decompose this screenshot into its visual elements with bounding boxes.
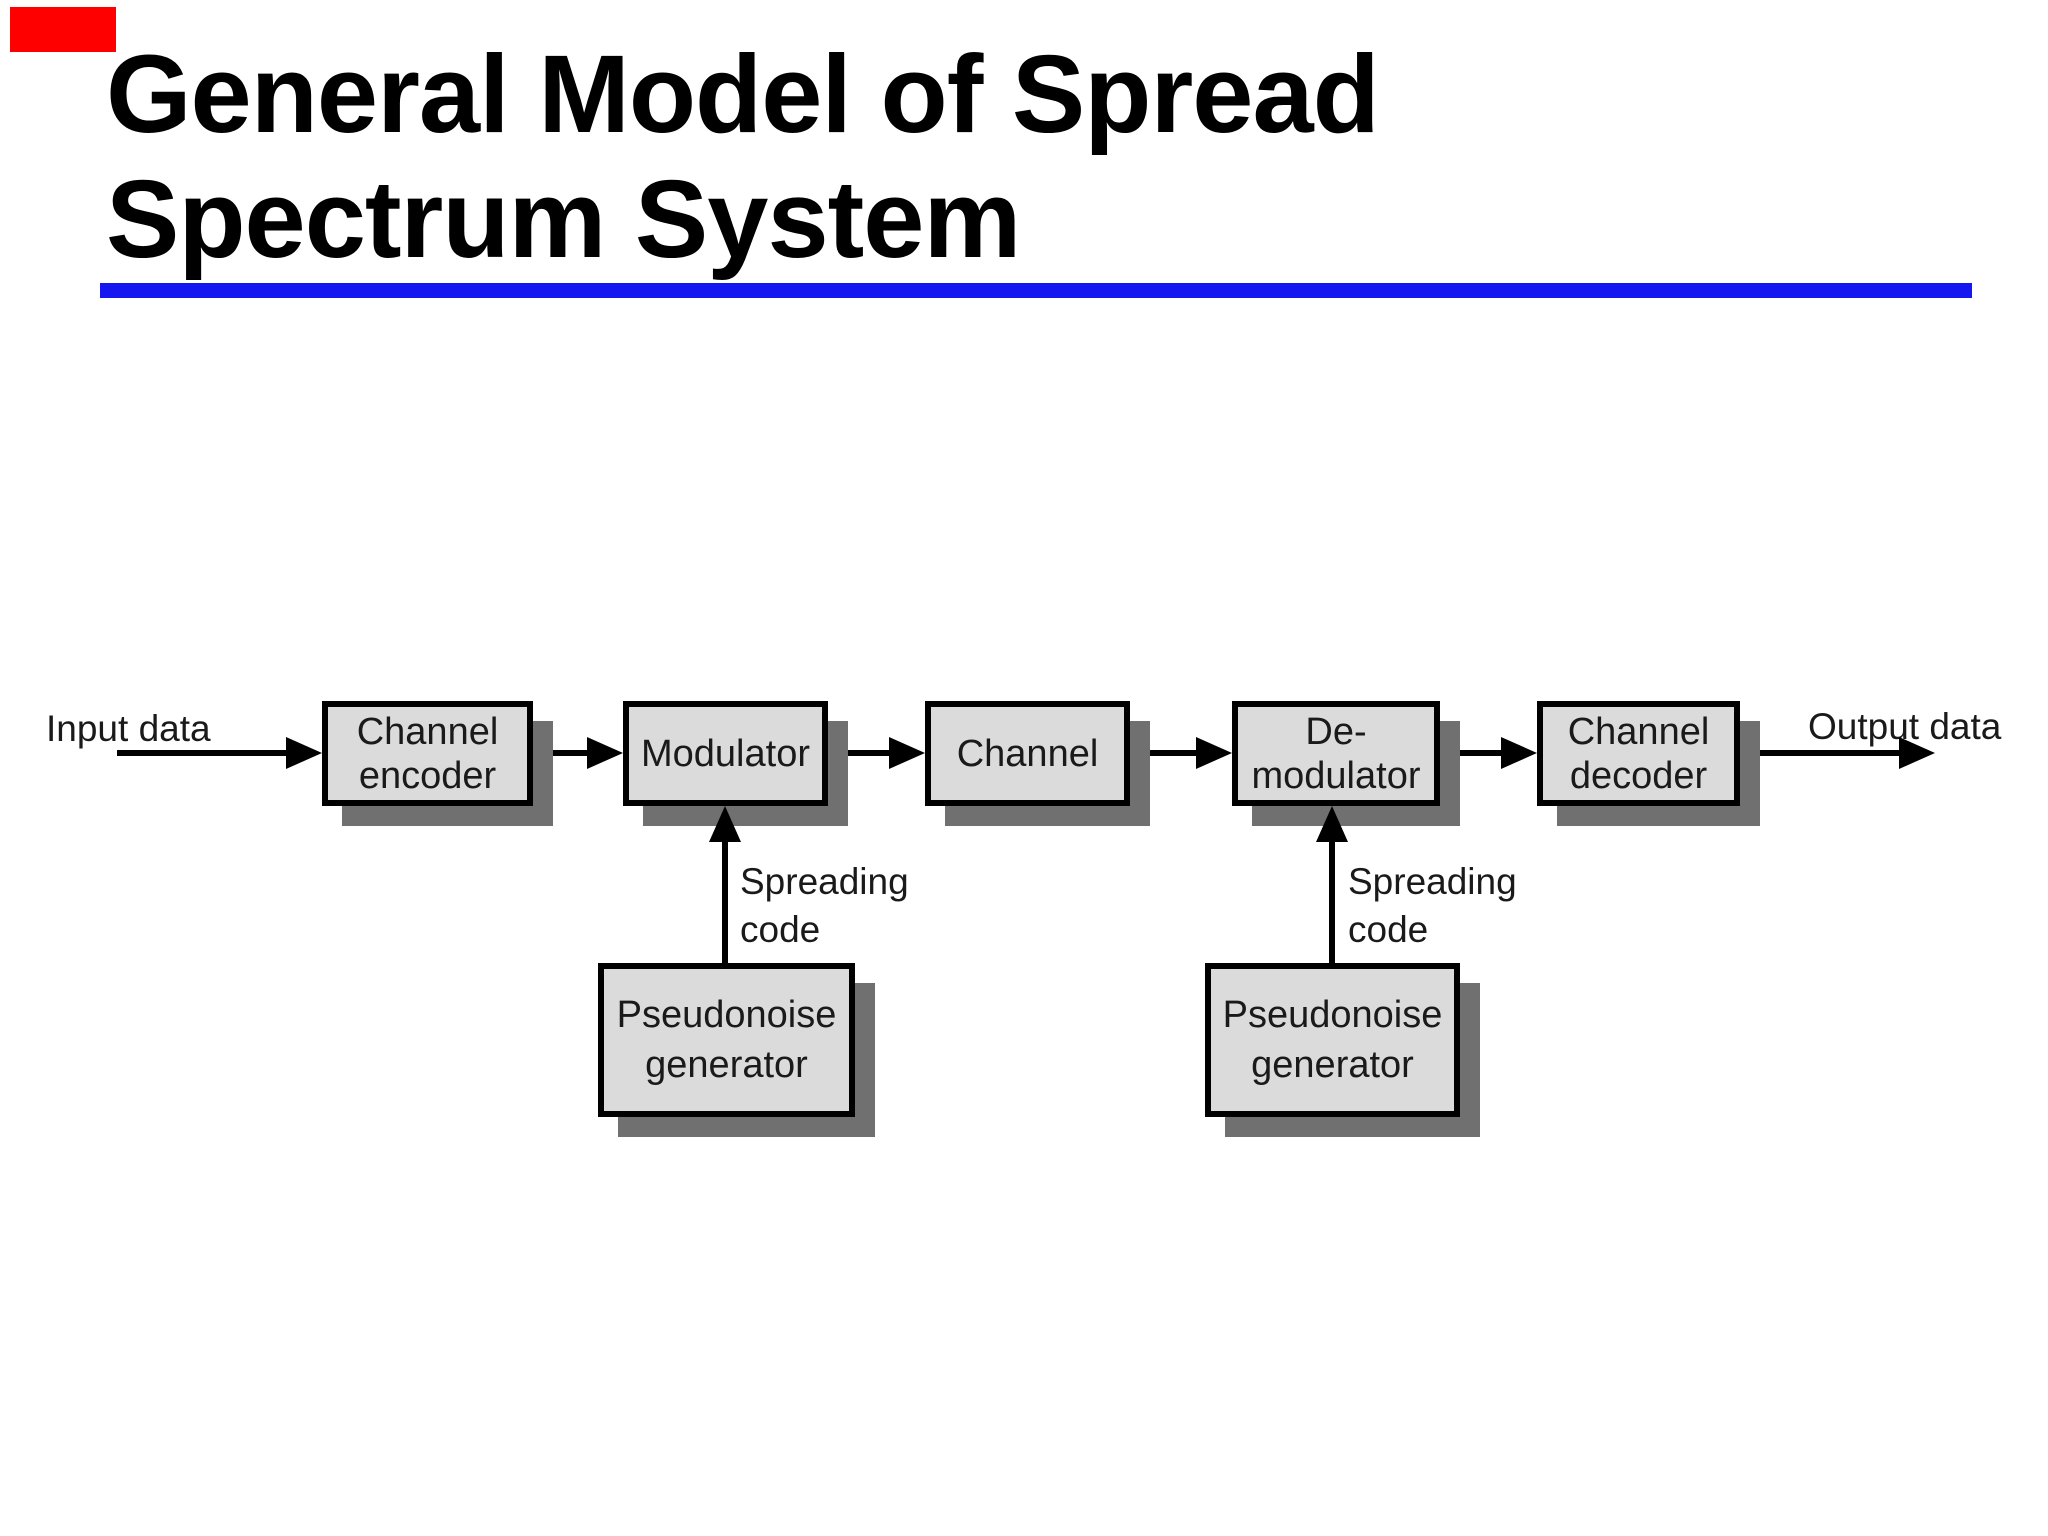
input-arrowhead-icon [286, 737, 322, 769]
pseudonoise-left-label-line1: Pseudonoise [616, 994, 837, 1036]
modulator-to-channel-arrow-line [828, 750, 893, 756]
input-arrow-line [117, 750, 292, 756]
slide-title-line1: General Model of Spread [106, 33, 1380, 156]
spreading-code-right-line1: Spreading [1348, 861, 1517, 902]
pseudonoise-generator-right-box: Pseudonoise generator [1205, 963, 1460, 1117]
modulator-label: Modulator [641, 732, 810, 775]
spreading-code-right-label: Spreading code [1348, 858, 1517, 954]
demodulator-to-decoder-arrowhead-icon [1501, 737, 1537, 769]
pseudonoise-right-label-line2: generator [1251, 1044, 1414, 1086]
channel-to-demodulator-arrow-line [1130, 750, 1200, 756]
modulator-box: Modulator [623, 701, 828, 806]
input-data-label: Input data [46, 708, 211, 749]
output-arrowhead-icon [1899, 737, 1935, 769]
channel-box: Channel [925, 701, 1130, 806]
channel-decoder-label-line1: Channel [1567, 710, 1710, 753]
channel-label: Channel [956, 732, 1099, 775]
slide-title-line2: Spectrum System [106, 158, 1021, 281]
channel-decoder-box: Channel decoder [1537, 701, 1740, 806]
spreading-code-right-line2: code [1348, 909, 1429, 950]
channel-encoder-box: Channel encoder [322, 701, 533, 806]
demodulator-label-line1: De- [1305, 710, 1367, 753]
encoder-to-modulator-arrow-line [533, 750, 591, 756]
channel-decoder-label-line2: decoder [1569, 754, 1708, 797]
title-underline [100, 283, 1972, 298]
encoder-to-modulator-arrowhead-icon [587, 737, 623, 769]
spreading-code-left-arrow-line [722, 838, 728, 963]
demodulator-to-decoder-arrow-line [1440, 750, 1505, 756]
spreading-code-left-line2: code [740, 909, 821, 950]
demodulator-box: De- modulator [1232, 701, 1440, 806]
pseudonoise-right-label-line1: Pseudonoise [1222, 994, 1443, 1036]
spreading-code-right-arrowhead-icon [1316, 806, 1348, 842]
pseudonoise-left-label-line2: generator [645, 1044, 808, 1086]
spreading-code-right-arrow-line [1329, 838, 1335, 963]
pseudonoise-generator-left-box: Pseudonoise generator [598, 963, 855, 1117]
channel-to-demodulator-arrowhead-icon [1196, 737, 1232, 769]
demodulator-label-line2: modulator [1251, 754, 1421, 797]
spreading-code-left-label: Spreading code [740, 858, 909, 954]
modulator-to-channel-arrowhead-icon [889, 737, 925, 769]
corner-accent-mark [10, 7, 116, 52]
channel-encoder-label-line1: Channel [356, 710, 499, 753]
spreading-code-left-line1: Spreading [740, 861, 909, 902]
spreading-code-left-arrowhead-icon [709, 806, 741, 842]
output-arrow-line [1740, 750, 1903, 756]
slide-title: General Model of Spread Spectrum System [106, 32, 1956, 282]
channel-encoder-label-line2: encoder [358, 754, 497, 797]
